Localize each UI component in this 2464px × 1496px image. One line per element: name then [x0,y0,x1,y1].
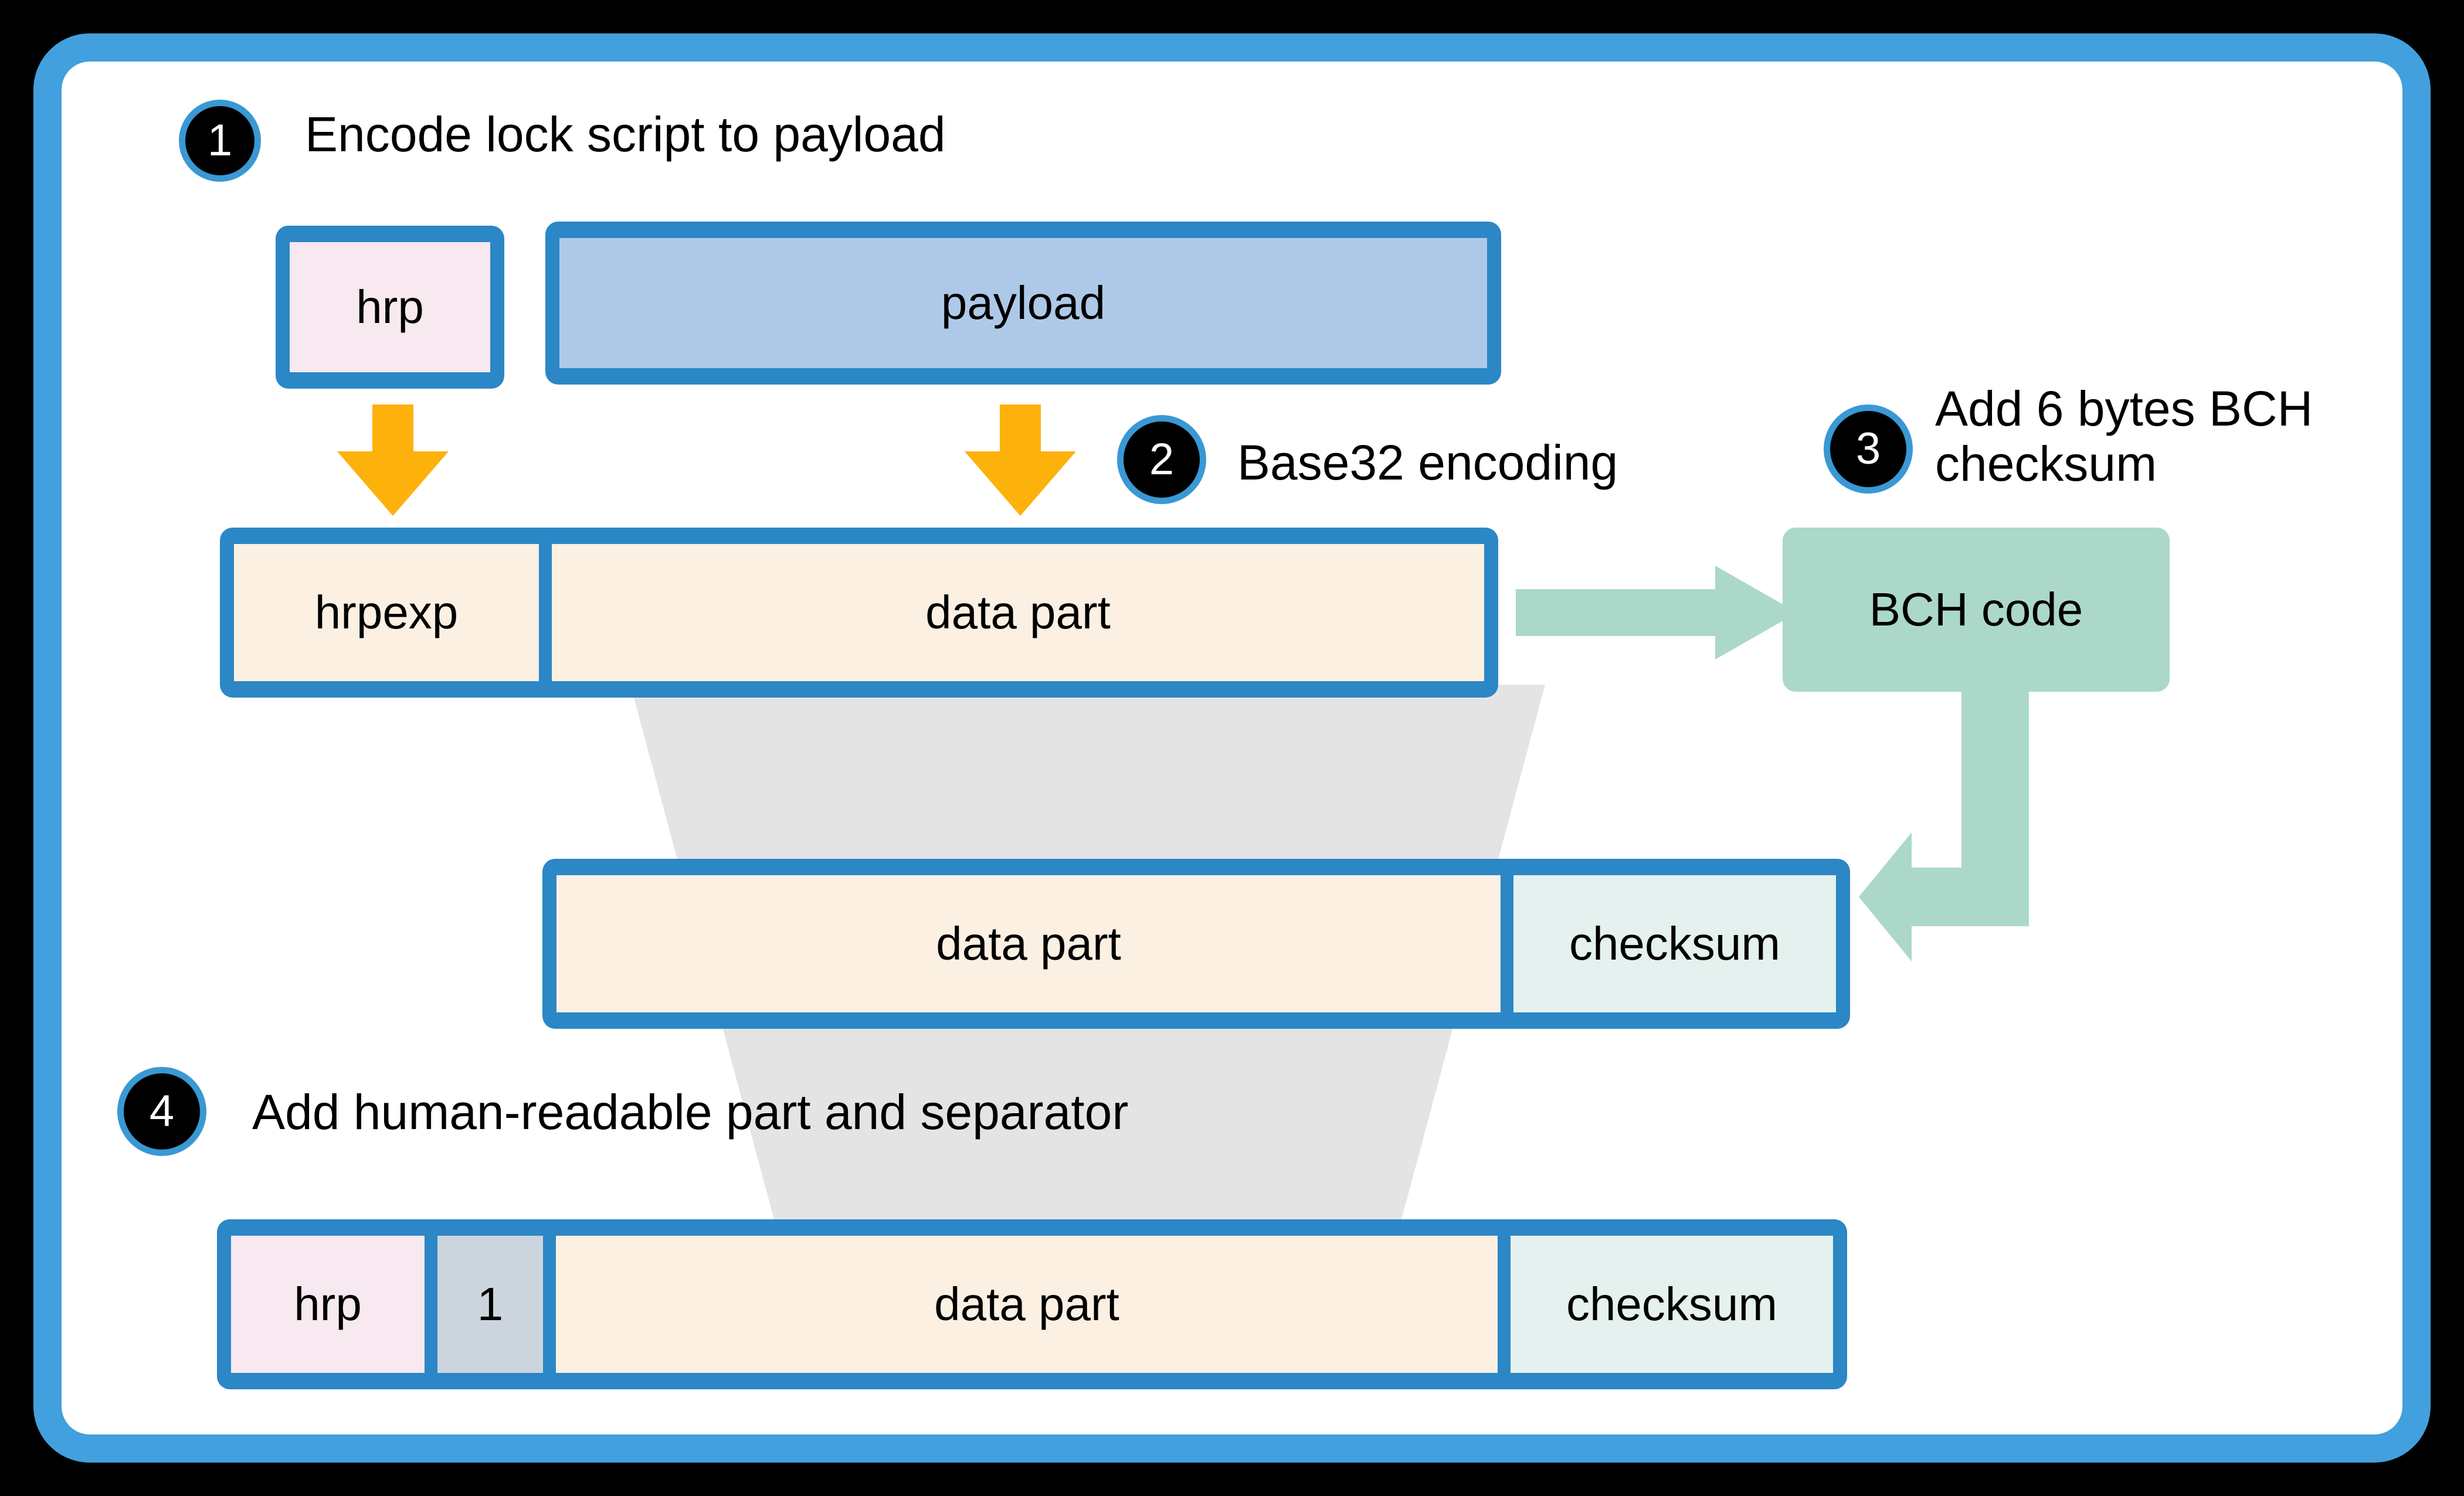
row4-bar: hrp 1 data part checksum [217,1219,1847,1389]
row4-hrp-cell: hrp [231,1236,425,1373]
step-badge-4: 4 [117,1067,206,1156]
step-label-4: Add human-readable part and separator [252,1084,1129,1140]
step-label-3: Add 6 bytes BCH checksum [1935,381,2313,492]
step-label-1: Encode lock script to payload [305,107,946,162]
step-badge-2: 2 [1117,415,1206,504]
row3-data-part-cell: data part [556,875,1501,1012]
row1-hrp-cell: hrp [290,242,490,372]
step-badge-4-number: 4 [149,1086,175,1136]
arrow-elbow-down-left-icon [1859,692,2029,961]
step-badge-1-number: 1 [207,115,233,165]
step-badge-1: 1 [179,100,261,182]
step-badge-2-number: 2 [1149,434,1175,484]
arrow-right-icon-bch [1516,566,1797,659]
arrow-down-icon-hrp [337,404,449,516]
row4-data-part-cell: data part [556,1236,1498,1373]
row1-payload-cell: payload [559,238,1487,368]
row2-bar: hrpexp data part [220,528,1498,698]
row4-checksum-cell: checksum [1511,1236,1833,1373]
step-badge-3: 3 [1824,404,1913,494]
row1-payload-bar: payload [545,222,1501,385]
step-label-2: Base32 encoding [1237,435,1618,490]
step-badge-3-number: 3 [1855,424,1881,474]
row4-separator-cell: 1 [437,1236,543,1373]
row2-data-part-cell: data part [552,544,1484,681]
row1-hrp-bar: hrp [276,226,504,389]
bch-code-box: BCH code [1783,528,2170,692]
arrow-down-icon-payload [965,404,1076,516]
row3-checksum-cell: checksum [1513,875,1836,1012]
row2-hrpexp-cell: hrpexp [234,544,539,681]
row3-bar: data part checksum [542,859,1850,1029]
